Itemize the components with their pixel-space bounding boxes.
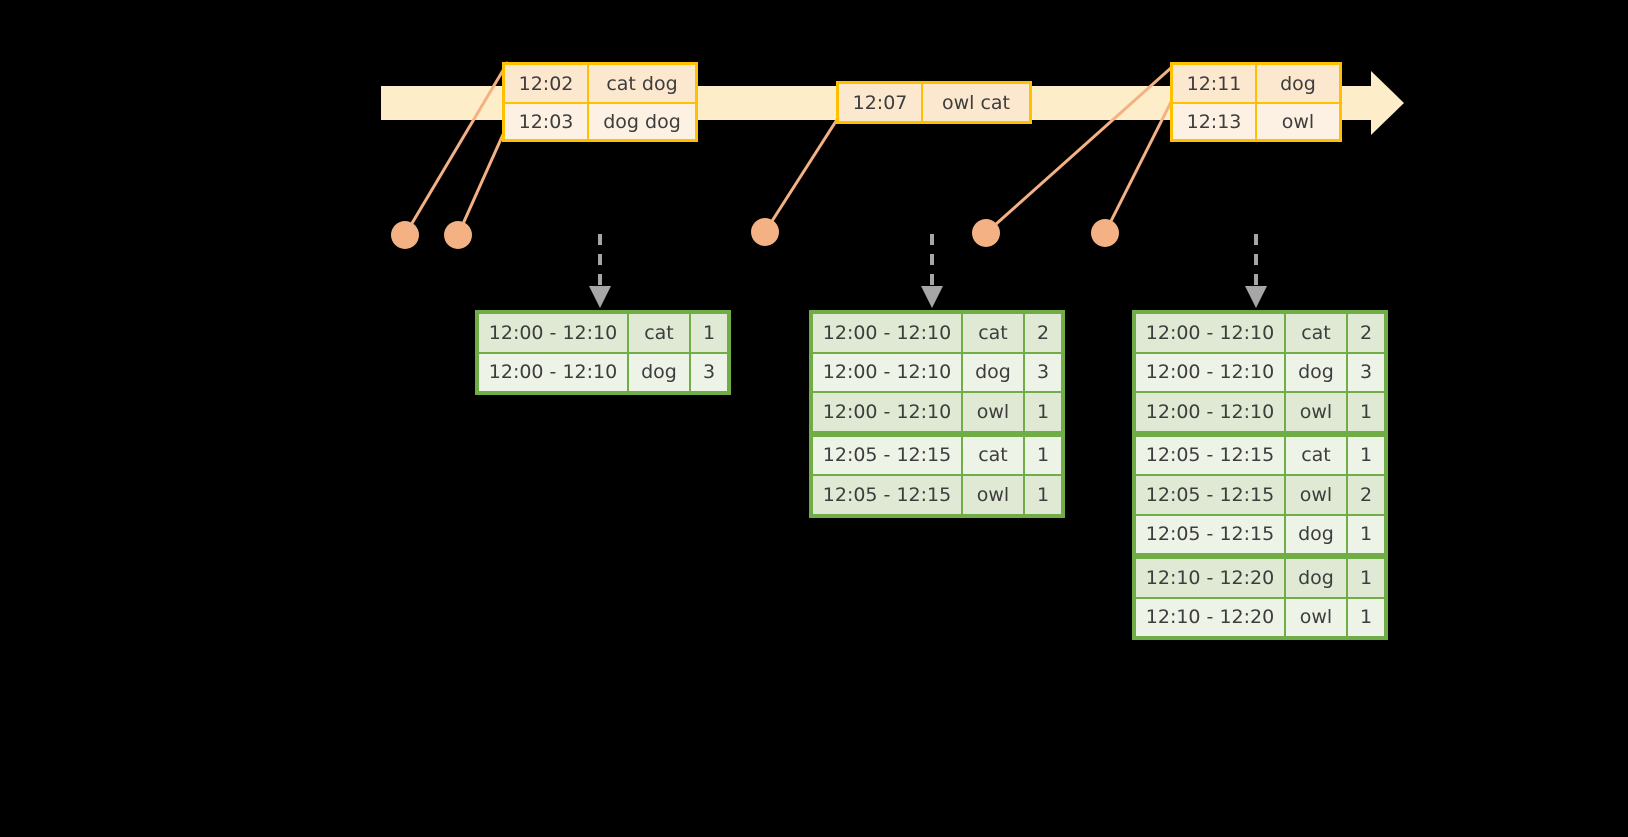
- event-row: 12:03 dog dog: [505, 102, 695, 139]
- connector-dot-5: [1091, 219, 1119, 247]
- cell-window: 12:00 - 12:10: [1136, 353, 1284, 391]
- cell-window: 12:00 - 12:10: [479, 314, 627, 352]
- cell-word: cat: [1286, 314, 1346, 352]
- connector-dot-3: [751, 218, 779, 246]
- cell-count: 1: [691, 314, 727, 352]
- cell-window: 12:05 - 12:15: [813, 476, 961, 514]
- cell-count: 1: [1348, 436, 1384, 474]
- connector-line-3: [763, 117, 840, 233]
- event-time: 12:02: [505, 65, 589, 102]
- cell-window: 12:05 - 12:15: [813, 436, 961, 474]
- event-words: dog: [1280, 72, 1316, 95]
- cell-window: 12:10 - 12:20: [1136, 559, 1284, 597]
- cell-count: 2: [1348, 314, 1384, 352]
- cell-window: 12:00 - 12:10: [813, 314, 961, 352]
- cell-count: 1: [1025, 436, 1061, 474]
- event-box-3[interactable]: 12:11 dog 12:13 owl: [1170, 62, 1342, 142]
- emit-arrow-head-2: [921, 286, 943, 308]
- cell-window: 12:05 - 12:15: [1136, 515, 1284, 553]
- cell-word: cat: [963, 436, 1023, 474]
- cell-count: 2: [1348, 476, 1384, 514]
- cell-word: dog: [1286, 559, 1346, 597]
- cell-count: 1: [1348, 598, 1384, 636]
- event-row: 12:11 dog: [1173, 65, 1339, 102]
- cell-window: 12:00 - 12:10: [1136, 393, 1284, 431]
- cell-word: dog: [1286, 353, 1346, 391]
- cell-count: 2: [1025, 314, 1061, 352]
- event-words: dog dog: [603, 110, 681, 133]
- connector-dot-4: [972, 219, 1000, 247]
- cell-word: dog: [1286, 515, 1346, 553]
- cell-window: 12:05 - 12:15: [1136, 476, 1284, 514]
- cell-count: 3: [1025, 353, 1061, 391]
- emit-arrow-head-1: [589, 286, 611, 308]
- cell-word: dog: [629, 353, 689, 391]
- cell-count: 1: [1025, 393, 1061, 431]
- cell-window: 12:00 - 12:10: [479, 353, 627, 391]
- event-words: owl cat: [941, 91, 1011, 114]
- cell-count: 3: [691, 353, 727, 391]
- cell-window: 12:00 - 12:10: [813, 393, 961, 431]
- event-box-2[interactable]: 12:07 owl cat: [836, 81, 1032, 124]
- cell-window: 12:05 - 12:15: [1136, 436, 1284, 474]
- cell-count: 1: [1348, 393, 1384, 431]
- cell-window: 12:00 - 12:10: [813, 353, 961, 391]
- cell-count: 1: [1348, 559, 1384, 597]
- event-time: 12:03: [505, 104, 589, 139]
- cell-word: cat: [963, 314, 1023, 352]
- cell-word: cat: [629, 314, 689, 352]
- event-words: owl: [1281, 110, 1315, 133]
- connector-dot-2: [444, 221, 472, 249]
- cell-window: 12:10 - 12:20: [1136, 598, 1284, 636]
- event-box-1[interactable]: 12:02 cat dog 12:03 dog dog: [502, 62, 698, 142]
- event-row: 12:07 owl cat: [839, 84, 1029, 121]
- stream-direction-arrow-icon: [1371, 71, 1404, 135]
- cell-word: owl: [963, 476, 1023, 514]
- cell-window: 12:00 - 12:10: [1136, 314, 1284, 352]
- event-time: 12:11: [1173, 65, 1257, 102]
- connector-line-2: [456, 129, 507, 236]
- cell-count: 1: [1025, 476, 1061, 514]
- cell-word: owl: [1286, 476, 1346, 514]
- cell-word: cat: [1286, 436, 1346, 474]
- cell-word: owl: [1286, 393, 1346, 431]
- event-time: 12:13: [1173, 104, 1257, 139]
- cell-count: 3: [1348, 353, 1384, 391]
- cell-count: 1: [1348, 515, 1384, 553]
- event-row: 12:13 owl: [1173, 102, 1339, 139]
- connector-dot-1: [391, 221, 419, 249]
- emit-arrow-head-3: [1245, 286, 1267, 308]
- cell-word: owl: [1286, 598, 1346, 636]
- event-row: 12:02 cat dog: [505, 65, 695, 102]
- cell-word: dog: [963, 353, 1023, 391]
- event-words: cat dog: [606, 72, 678, 95]
- event-time: 12:07: [839, 84, 923, 121]
- cell-word: owl: [963, 393, 1023, 431]
